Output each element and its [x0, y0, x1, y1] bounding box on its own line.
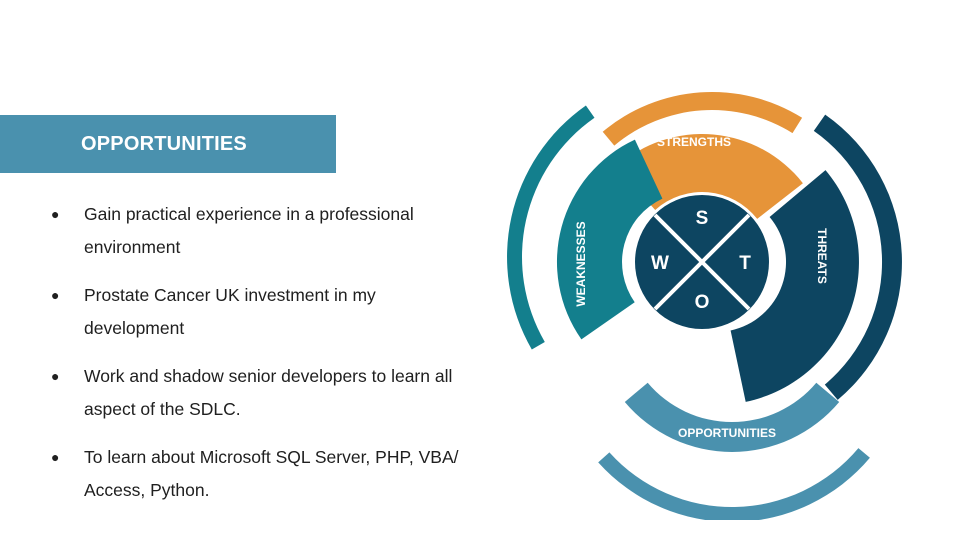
strengths-label: STRENGTHS	[657, 135, 731, 149]
threats-outer-arc	[813, 114, 902, 400]
list-item: ● Gain practical experience in a professi…	[46, 198, 476, 264]
list-item-text: Prostate Cancer UK investment in my deve…	[84, 285, 376, 338]
swot-diagram: S W T O STRENGTHS OPPORTUNITIES THREATS …	[507, 91, 902, 520]
title-banner: OPPORTUNITIES	[0, 115, 336, 173]
list-item: ● To learn about Microsoft SQL Server, PH…	[46, 441, 476, 507]
list-item-text: To learn about Microsoft SQL Server, PHP…	[84, 447, 459, 500]
letter-s: S	[696, 208, 709, 229]
opportunities-list: ● Gain practical experience in a professi…	[46, 198, 476, 522]
opportunities-segment	[624, 382, 840, 452]
list-item-text: Gain practical experience in a professio…	[84, 204, 414, 257]
list-item-text: Work and shadow senior developers to lea…	[84, 366, 453, 419]
list-item: ● Work and shadow senior developers to le…	[46, 360, 476, 426]
weaknesses-label: WEAKNESSES	[574, 221, 588, 306]
bullet-icon: ●	[51, 449, 60, 465]
list-item: ● Prostate Cancer UK investment in my dev…	[46, 279, 476, 345]
weaknesses-segment	[556, 139, 663, 340]
letter-o: O	[695, 292, 710, 313]
bullet-icon: ●	[51, 287, 60, 303]
opportunities-label: OPPORTUNITIES	[678, 426, 776, 440]
page-title: OPPORTUNITIES	[81, 132, 247, 155]
letter-t: T	[739, 253, 751, 274]
opportunities-outer-arc	[598, 448, 870, 520]
center-divider	[653, 213, 751, 311]
bullet-icon: ●	[51, 206, 60, 222]
threats-label: THREATS	[815, 228, 829, 284]
strengths-segment	[616, 134, 803, 219]
bullet-icon: ●	[51, 368, 60, 384]
weaknesses-outer-arc	[507, 105, 595, 350]
strengths-outer-arc	[602, 91, 803, 146]
letter-w: W	[651, 253, 669, 274]
threats-segment	[730, 170, 859, 402]
